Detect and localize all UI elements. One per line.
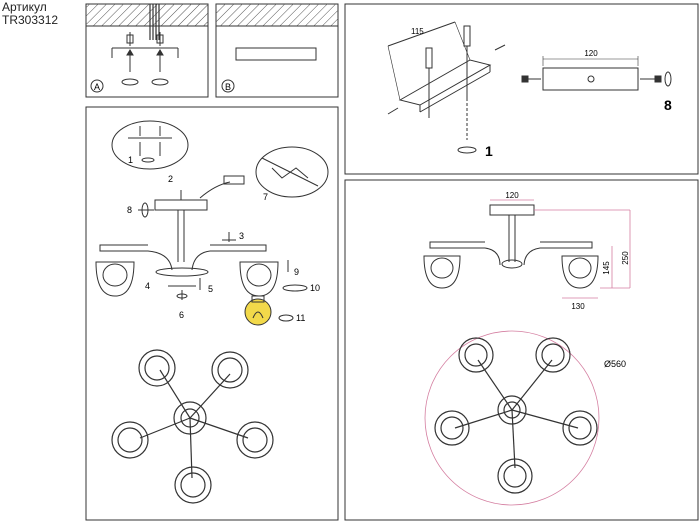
step-label: 4: [145, 281, 150, 291]
dimension-lines: [424, 199, 631, 506]
article-header: Артикул TR303312: [2, 1, 58, 27]
article-code: TR303312: [2, 13, 59, 27]
step-label: 9: [294, 267, 299, 277]
panel-a: [85, 3, 209, 98]
assembly-panel: [85, 106, 339, 521]
step-label: 8: [127, 205, 132, 215]
article-title: Артикул: [2, 0, 47, 14]
step-label: 3: [239, 231, 244, 241]
mounting-panel: [344, 3, 699, 175]
dim-top-width: 120: [505, 191, 519, 200]
mount-plate-width: 120: [584, 49, 598, 58]
mount-step-1: 1: [485, 143, 493, 159]
step-label: 6: [179, 310, 184, 320]
dim-height-total: 250: [621, 251, 630, 265]
step-label: 5: [208, 284, 213, 294]
panel-b-label: B: [225, 82, 231, 92]
step-label: 11: [296, 313, 305, 323]
mount-step-8: 8: [664, 97, 672, 113]
dim-diameter: Ø560: [604, 359, 626, 369]
panel-b: [215, 3, 339, 98]
step-label: 2: [168, 174, 173, 184]
step-label: 7: [263, 192, 268, 202]
mount-bar-width: 115: [411, 27, 424, 36]
dim-height-shade: 145: [602, 261, 611, 275]
assembly-step-labels: 1 2 3 4 5 6 7 8 9 10 11: [127, 155, 320, 323]
step-label: 1: [128, 155, 133, 165]
dimensions-panel: [344, 179, 699, 521]
dim-shade-width: 130: [571, 302, 585, 311]
top-view-right: [434, 337, 598, 494]
step-label: 10: [310, 283, 320, 293]
top-view-left: [111, 349, 274, 504]
panel-a-label: A: [94, 82, 100, 92]
